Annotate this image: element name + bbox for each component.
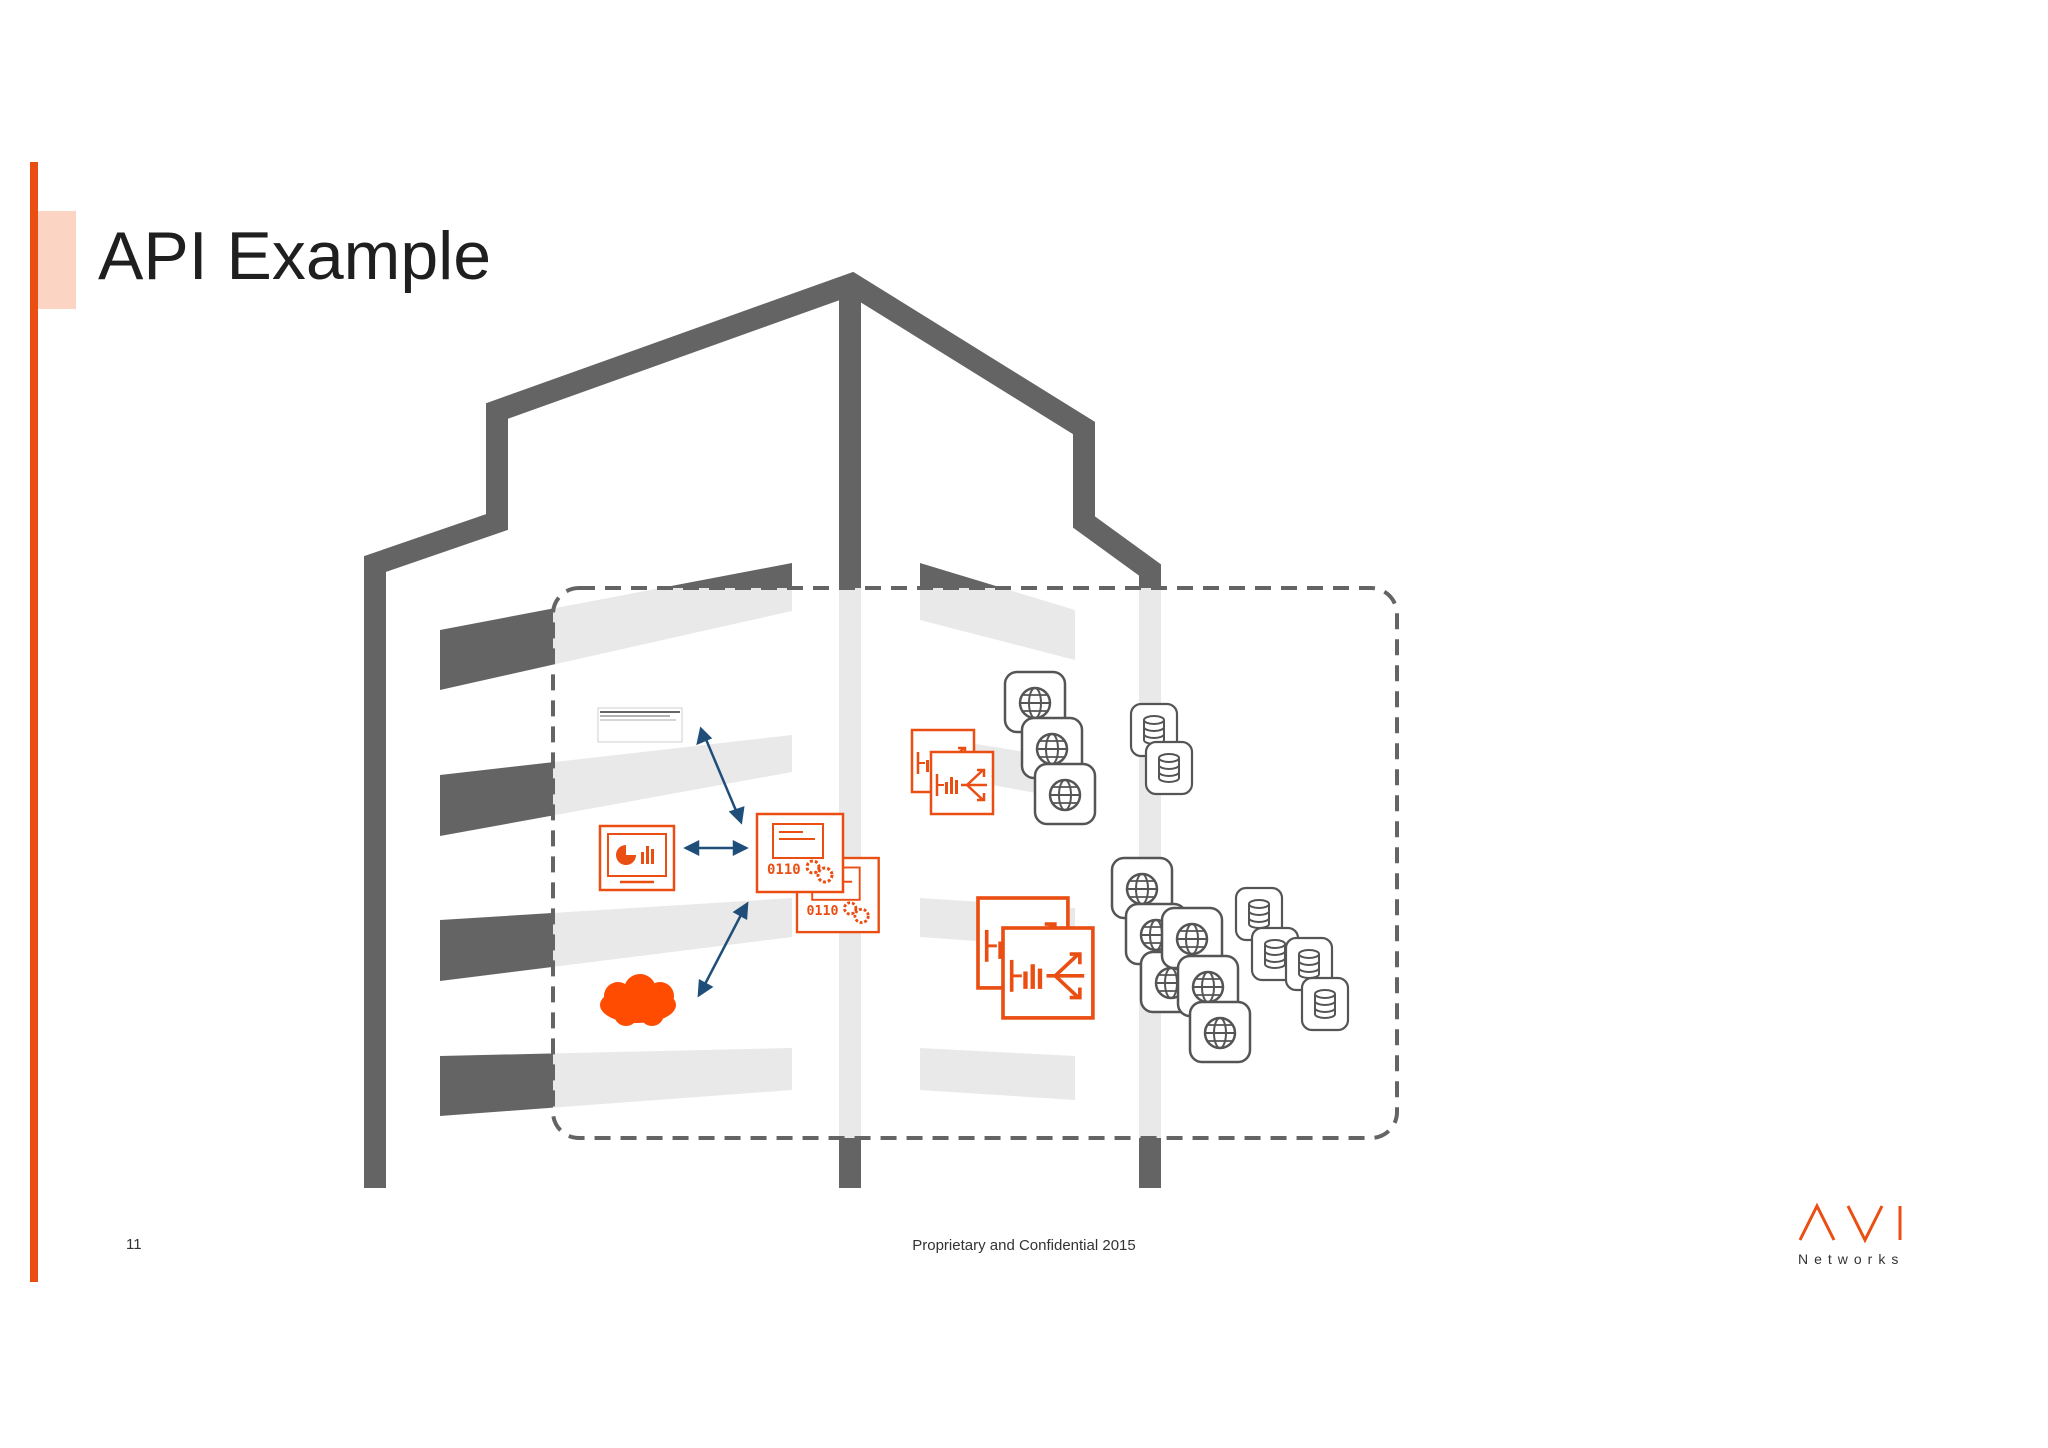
cloud-icon: [600, 974, 676, 1026]
analytics-dashboard-icon: [598, 824, 676, 892]
slide-title: API Example: [98, 218, 492, 294]
footer-text: Proprietary and Confidential 2015: [912, 1237, 1136, 1254]
api-arrows: [683, 726, 749, 998]
slide-accent-bar: [30, 162, 38, 1282]
title-accent-block: [38, 211, 76, 309]
cloud-boundary: [551, 586, 1399, 1140]
page-number: 11: [126, 1236, 142, 1253]
logo-subtext: Networks: [1798, 1251, 1905, 1267]
document-icon: [597, 707, 683, 743]
avi-logo: [1798, 1202, 1902, 1244]
